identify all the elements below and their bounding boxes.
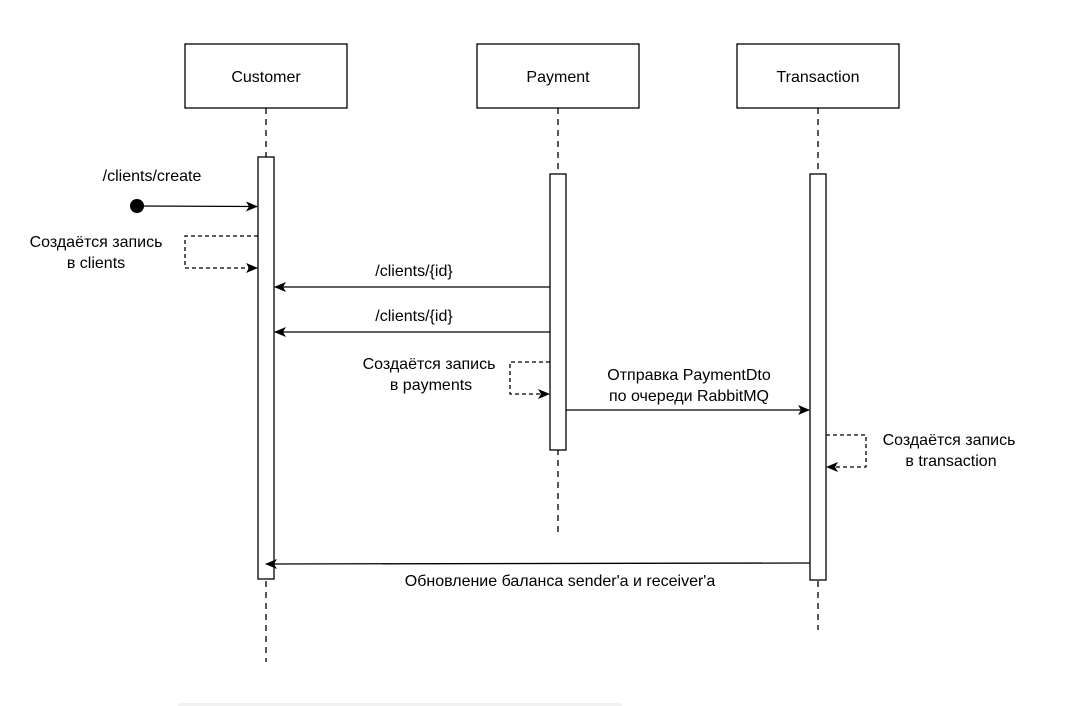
balance-update-label: Обновление баланса sender'а и receiver'а bbox=[405, 573, 716, 590]
payments-self-arrow bbox=[509, 361, 550, 399]
participant-payment: Payment bbox=[476, 43, 640, 109]
get-client-label-2: /clients/{id} bbox=[375, 308, 453, 325]
participant-transaction-label: Transaction bbox=[777, 69, 860, 86]
create-message-label: /clients/create bbox=[103, 168, 202, 185]
get-client-label-1: /clients/{id} bbox=[375, 263, 453, 280]
transaction-record-label-1: Создаётся запись bbox=[883, 432, 1016, 449]
create-message-arrow bbox=[136, 201, 258, 212]
balance-update-arrow bbox=[265, 558, 811, 569]
customer-activation bbox=[257, 156, 275, 580]
participant-transaction: Transaction bbox=[736, 43, 900, 109]
payment-activation bbox=[549, 173, 567, 451]
payments-record-label-1: Создаётся запись bbox=[363, 356, 496, 373]
clients-record-label-1: Создаётся запись bbox=[30, 234, 163, 251]
participant-customer: Customer bbox=[184, 43, 348, 109]
send-dto-label-2: по очереди RabbitMQ bbox=[609, 388, 769, 405]
participant-payment-label: Payment bbox=[526, 69, 590, 86]
send-dto-label-1: Отправка PaymentDto bbox=[607, 367, 771, 384]
transaction-self-arrow bbox=[826, 434, 867, 472]
clients-self-arrow bbox=[184, 235, 258, 273]
payments-record-label-2: в payments bbox=[390, 377, 472, 394]
bottom-scroll-strip bbox=[178, 703, 622, 706]
transaction-activation bbox=[809, 173, 827, 581]
clients-record-label-2: в clients bbox=[67, 255, 125, 272]
participant-customer-label: Customer bbox=[231, 69, 301, 86]
transaction-record-label-2: в transaction bbox=[905, 453, 996, 470]
